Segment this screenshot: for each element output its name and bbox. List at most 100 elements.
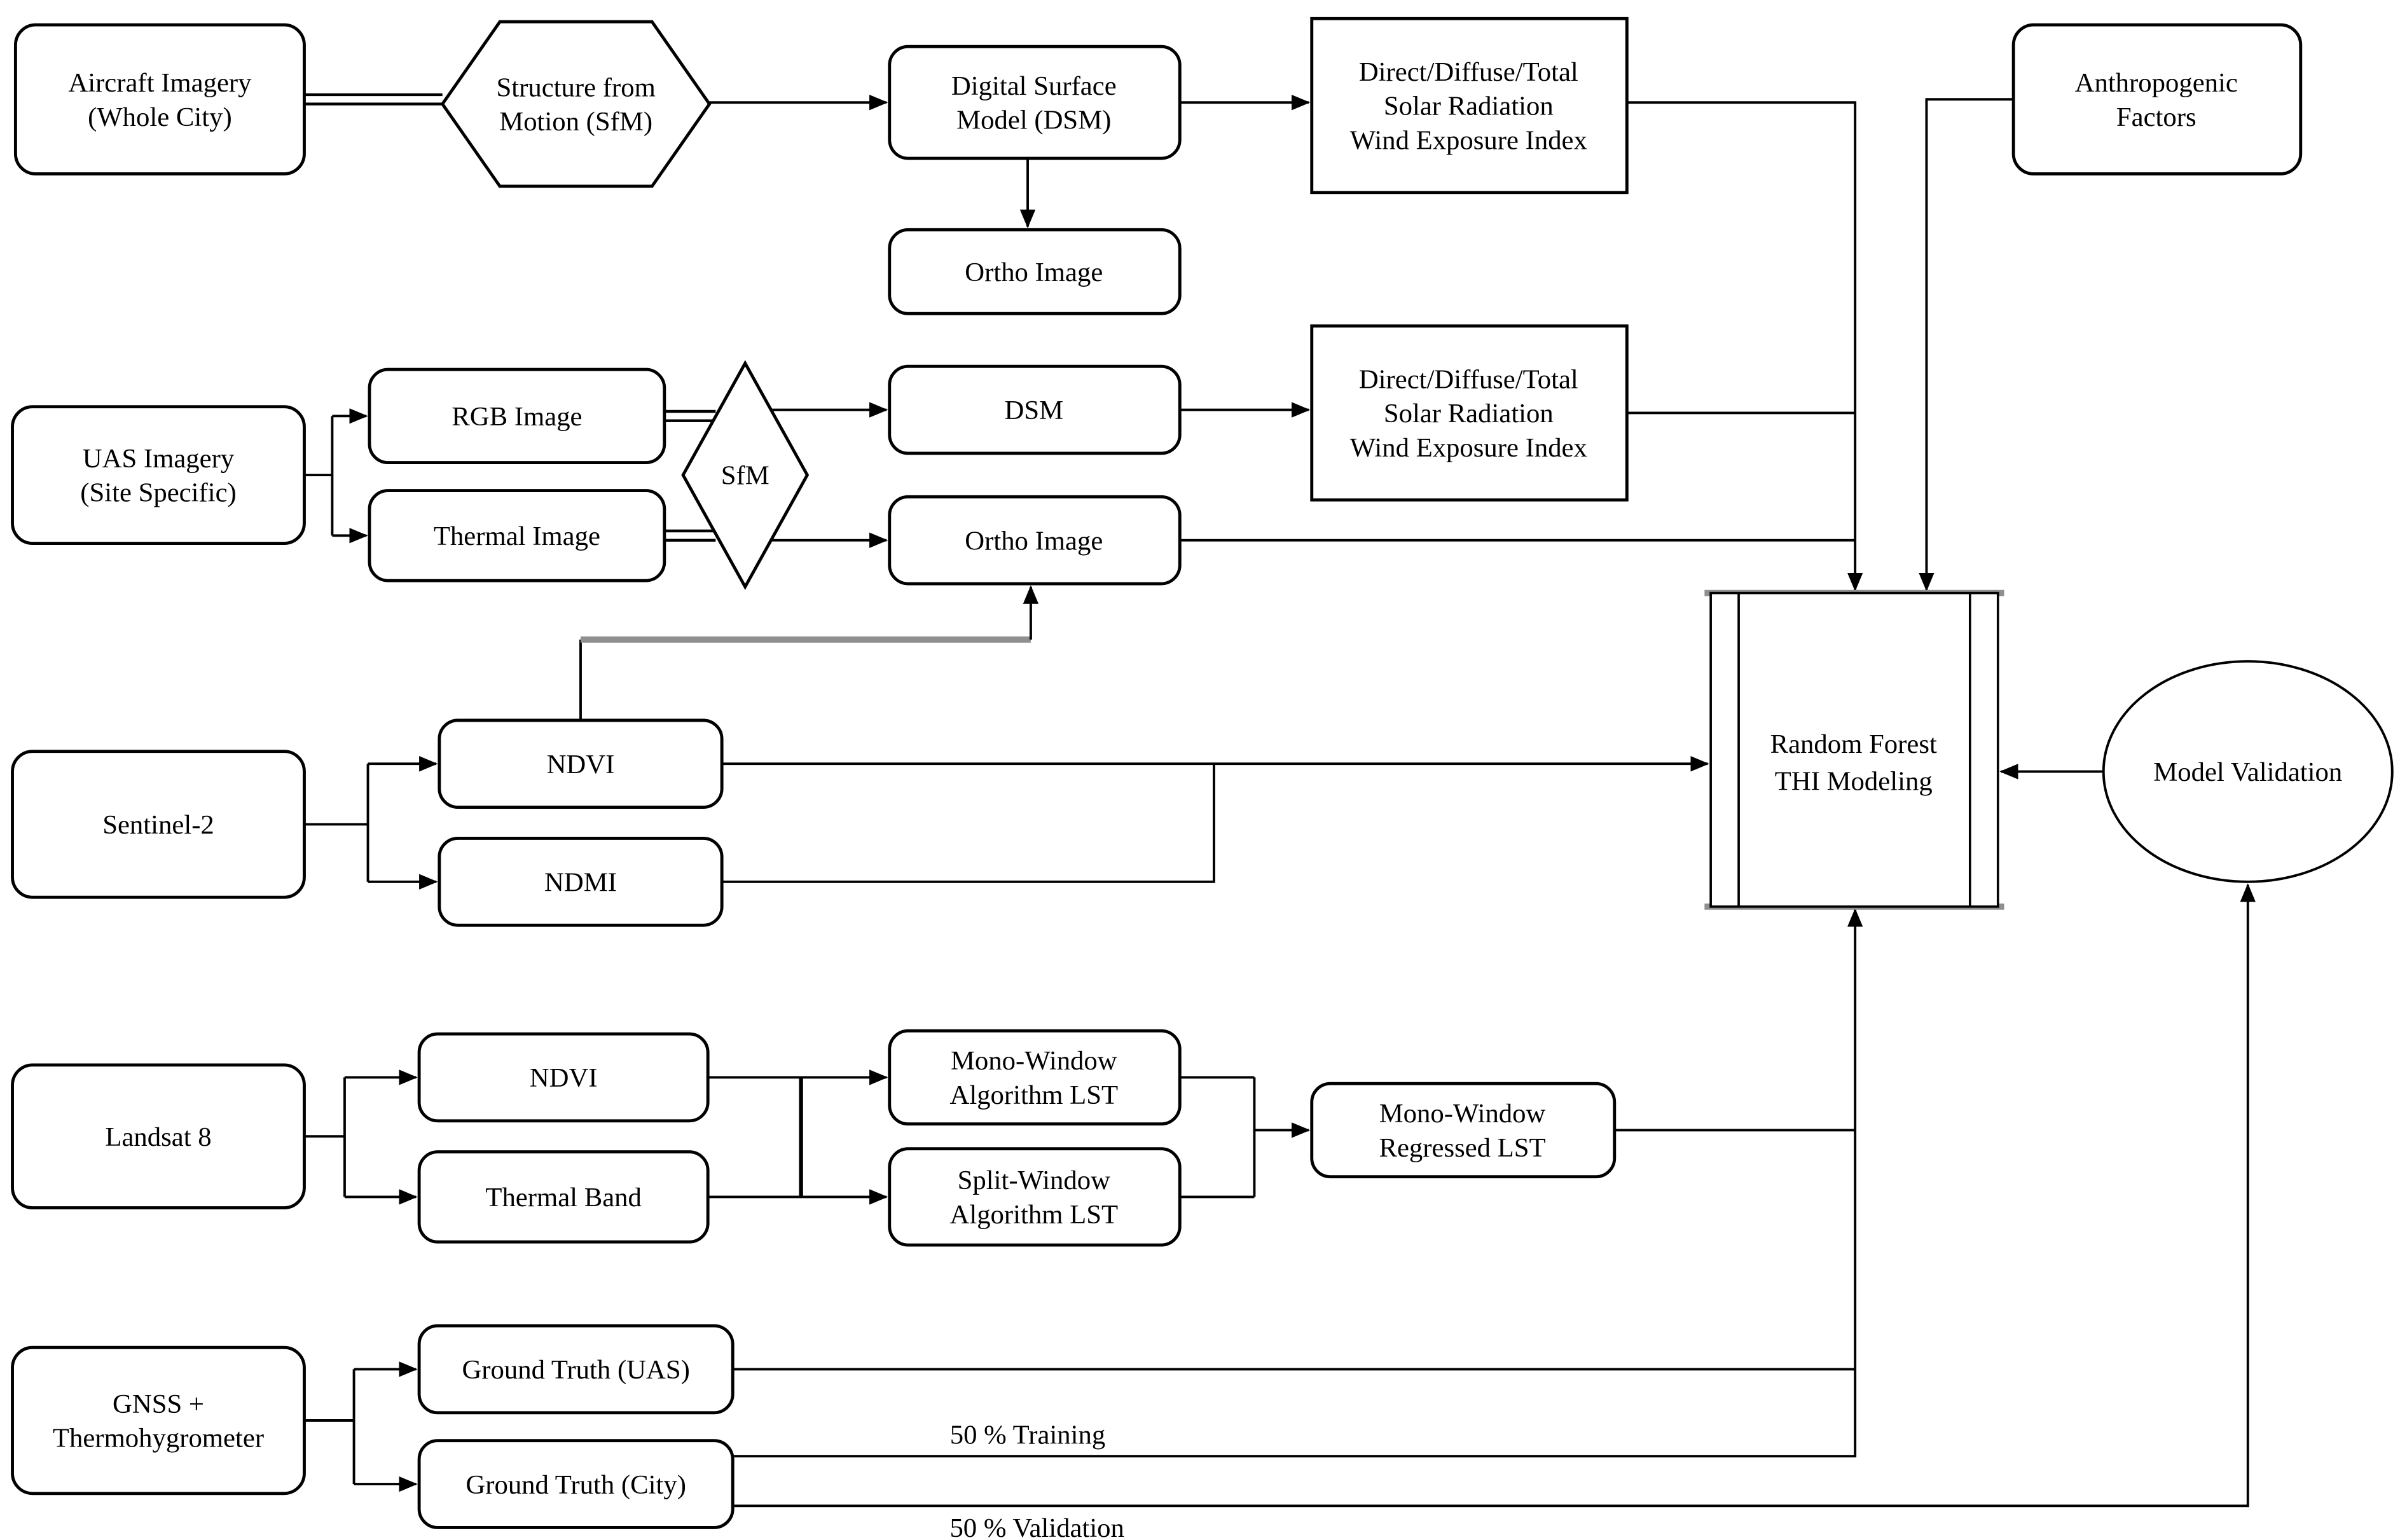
node-sentinel-2: Sentinel-2	[11, 750, 306, 899]
node-gnss-thermohygrometer: GNSS + Thermohygrometer	[11, 1345, 306, 1495]
node-label: Algorithm LST	[949, 1080, 1118, 1110]
ndvi-landsat-box	[417, 1032, 710, 1123]
node-anthropogenic-factors: Anthropogenic Factors	[2011, 23, 2303, 175]
node-label: Algorithm LST	[949, 1200, 1118, 1230]
node-label: GNSS +	[113, 1389, 204, 1419]
thermal-image-box	[368, 489, 666, 582]
node-digital-surface-model: Digital Surface Model (DSM)	[888, 45, 1182, 160]
node-label: Ground Truth (UAS)	[462, 1355, 689, 1385]
node-dsm-uas: DSM	[888, 364, 1182, 455]
gnss-box	[11, 1345, 306, 1495]
node-uas-imagery: UAS Imagery (Site Specific)	[11, 405, 306, 545]
ndvi-sentinel-box	[438, 718, 724, 809]
ortho-city-box	[888, 228, 1182, 315]
node-label: Direct/Diffuse/Total	[1359, 364, 1578, 394]
ortho-uas-box	[888, 495, 1182, 586]
edge-solar-city-to-random-forest	[1627, 101, 1863, 592]
node-ndvi-landsat: NDVI	[417, 1032, 710, 1123]
ndmi-box	[438, 836, 724, 927]
node-ndmi: NDMI	[438, 836, 724, 927]
node-mono-window-lst: Mono-Window Algorithm LST	[888, 1029, 1182, 1126]
node-mono-window-regressed-lst: Mono-Window Regressed LST	[1310, 1082, 1617, 1179]
node-label: Ortho Image	[965, 258, 1103, 287]
node-sfm-diamond: SfM	[681, 360, 810, 590]
dsm-uas-box	[888, 364, 1182, 455]
rgb-image-box	[368, 368, 666, 465]
node-structure-from-motion: Structure from Motion (SfM)	[440, 20, 712, 188]
node-solar-wind-index-city: Direct/Diffuse/Total Solar Radiation Win…	[1310, 17, 1629, 195]
node-label: DSM	[1005, 395, 1064, 425]
model-validation-ellipse	[2102, 660, 2394, 883]
node-ground-truth-city: Ground Truth (City)	[417, 1439, 734, 1529]
node-label: (Whole City)	[88, 102, 232, 132]
node-split-window-lst: Split-Window Algorithm LST	[888, 1147, 1182, 1247]
node-label: Thermal Band	[485, 1183, 642, 1213]
node-label: NDMI	[544, 867, 617, 897]
node-thermal-band: Thermal Band	[417, 1150, 710, 1244]
edge-validation-split-to-model-validation	[733, 883, 2256, 1508]
node-label: Random Forest	[1770, 729, 1937, 759]
landsat8-box	[11, 1063, 306, 1209]
node-label: Landsat 8	[105, 1122, 211, 1152]
node-label: Ortho Image	[965, 526, 1103, 556]
node-thermal-image: Thermal Image	[368, 489, 666, 582]
split-window-lst-box	[888, 1147, 1182, 1247]
mono-window-regressed-box	[1310, 1082, 1617, 1179]
node-label: Digital Surface	[951, 71, 1117, 101]
dsm-city-box	[888, 45, 1182, 160]
edge-anthropogenic-to-random-forest	[1919, 98, 2014, 592]
node-label: Factors	[2116, 102, 2197, 132]
node-label: Ground Truth (City)	[466, 1470, 686, 1500]
edge-label-training: 50 % Training	[950, 1420, 1105, 1450]
ground-truth-city-box	[417, 1439, 734, 1529]
node-label: UAS Imagery	[83, 444, 235, 474]
node-model-validation: Model Validation	[2102, 660, 2394, 883]
node-ortho-image-uas: Ortho Image	[888, 495, 1182, 586]
sfm-diamond-shape	[681, 360, 810, 590]
node-landsat-8: Landsat 8	[11, 1063, 306, 1209]
ground-truth-uas-box	[417, 1324, 734, 1415]
node-label: Solar Radiation	[1384, 399, 1554, 429]
node-label: Mono-Window	[1379, 1099, 1546, 1129]
edge-ndmi-join	[722, 764, 1215, 883]
node-label: RGB Image	[452, 402, 582, 432]
sfm-hexagon	[440, 20, 712, 188]
node-solar-wind-index-uas: Direct/Diffuse/Total Solar Radiation Win…	[1310, 324, 1629, 502]
node-rgb-image: RGB Image	[368, 368, 666, 465]
node-label: Regressed LST	[1379, 1133, 1545, 1163]
node-label: NDVI	[530, 1063, 598, 1093]
node-label: Thermohygrometer	[53, 1424, 264, 1454]
node-label: Motion (SfM)	[499, 107, 652, 137]
node-label: Anthropogenic	[2075, 68, 2238, 98]
node-label: Model (DSM)	[956, 106, 1111, 135]
node-ortho-image-city: Ortho Image	[888, 228, 1182, 315]
node-label: (Site Specific)	[80, 478, 237, 508]
solar-wind-city-box	[1310, 17, 1629, 195]
node-random-forest-thi-modeling: Random Forest THI Modeling	[1704, 589, 2004, 910]
node-label: Wind Exposure Index	[1350, 125, 1587, 155]
node-label: Mono-Window	[951, 1046, 1117, 1076]
sentinel2-box	[11, 750, 306, 899]
node-aircraft-imagery: Aircraft Imagery (Whole City)	[13, 23, 306, 175]
thermal-band-box	[417, 1150, 710, 1244]
node-label: Direct/Diffuse/Total	[1359, 57, 1578, 87]
node-label: Split-Window	[958, 1165, 1110, 1195]
node-label: Structure from	[497, 72, 656, 102]
node-ground-truth-uas: Ground Truth (UAS)	[417, 1324, 734, 1415]
mono-window-lst-box	[888, 1029, 1182, 1126]
edge-label-validation: 50 % Validation	[949, 1513, 1124, 1540]
node-label: Sentinel-2	[102, 810, 214, 840]
node-label: Aircraft Imagery	[68, 68, 252, 98]
node-label: SfM	[721, 461, 769, 491]
node-label: Wind Exposure Index	[1350, 433, 1587, 463]
node-label: THI Modeling	[1775, 767, 1933, 797]
solar-wind-uas-box	[1310, 324, 1629, 502]
node-label: Thermal Image	[434, 521, 600, 551]
aircraft-imagery-box	[13, 23, 306, 175]
anthropogenic-box	[2011, 23, 2303, 175]
node-label: NDVI	[547, 750, 615, 780]
edge-training-to-random-forest	[733, 908, 1863, 1458]
node-label: Model Validation	[2153, 757, 2342, 787]
node-ndvi-sentinel: NDVI	[438, 718, 724, 809]
